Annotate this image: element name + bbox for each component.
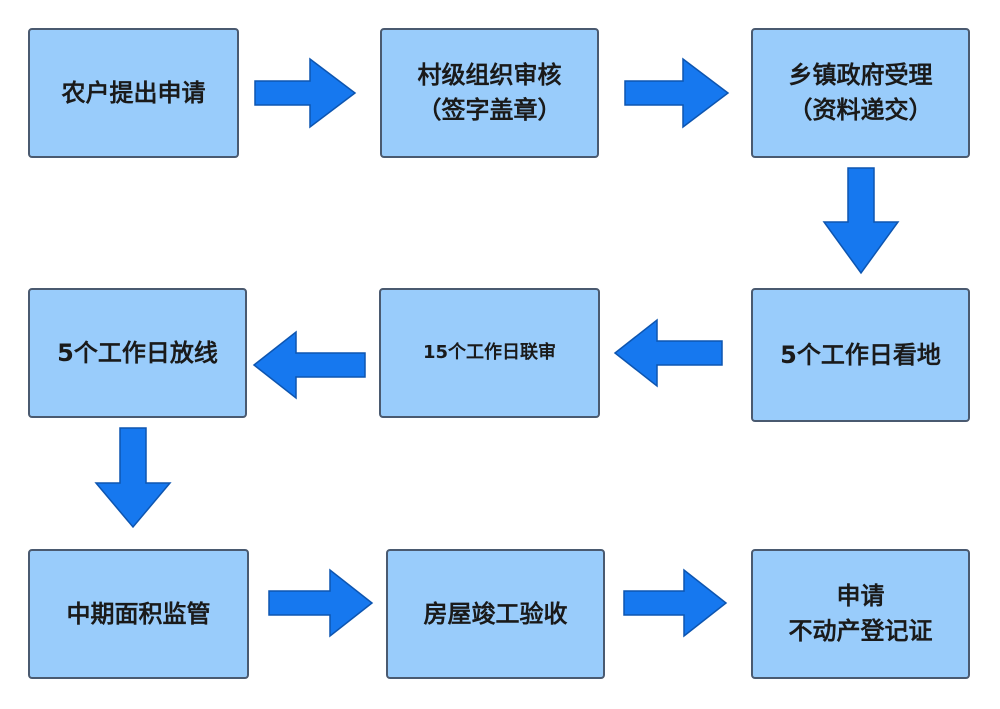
step-label: 房屋竣工验收 — [423, 599, 568, 628]
step-label: 乡镇政府受理 — [788, 61, 933, 90]
arrow-down-icon — [822, 167, 900, 275]
arrow-right-icon — [268, 568, 374, 638]
arrow-down-icon — [94, 427, 172, 529]
step-label: 5个工作日放线 — [57, 338, 218, 367]
step-completion-acceptance: 房屋竣工验收 — [386, 549, 605, 679]
arrow-left-icon — [613, 318, 723, 388]
step-label: 15个工作日联审 — [422, 341, 557, 363]
arrow-right-icon — [623, 568, 728, 638]
step-label: 5个工作日看地 — [780, 340, 941, 369]
arrow-left-icon — [252, 330, 366, 400]
step-village-review: 村级组织审核 （签字盖章） — [380, 28, 599, 158]
step-layout-staking: 5个工作日放线 — [28, 288, 247, 418]
step-farmer-application: 农户提出申请 — [28, 28, 239, 158]
step-sublabel: 不动产登记证 — [788, 617, 933, 645]
step-township-acceptance: 乡镇政府受理 （资料递交） — [751, 28, 970, 158]
step-label: 村级组织审核 — [417, 61, 562, 90]
arrow-right-icon — [624, 57, 730, 129]
step-sublabel: （签字盖章） — [417, 96, 562, 124]
step-interim-supervision: 中期面积监管 — [28, 549, 249, 679]
step-property-registration: 申请 不动产登记证 — [751, 549, 970, 679]
step-label: 申请 — [836, 582, 885, 611]
step-label: 中期面积监管 — [66, 599, 211, 628]
step-sublabel: （资料递交） — [788, 96, 933, 124]
step-label: 农户提出申请 — [61, 78, 206, 107]
step-joint-review: 15个工作日联审 — [379, 288, 600, 418]
step-site-inspection: 5个工作日看地 — [751, 288, 970, 422]
arrow-right-icon — [254, 57, 357, 129]
